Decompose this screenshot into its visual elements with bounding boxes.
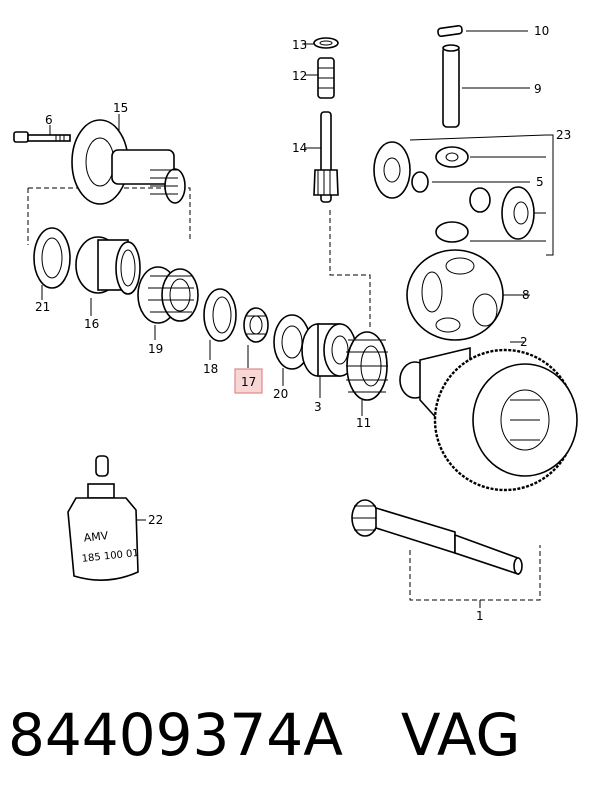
callout-21: 21 [35,300,50,314]
callout-5: 5 [536,175,544,189]
callout-11: 11 [356,416,371,430]
exploded-parts-diagram: AMV 185 100 01 10 9 13 12 14 15 6 23 5 8… [13,24,578,623]
brand-name: VAG [400,701,521,769]
callout-19: 19 [148,342,163,356]
part-19-bearing[interactable] [137,266,199,340]
callout-6: 6 [45,113,53,127]
bottle-label-amv: AMV [83,529,109,545]
assembly-guide-lines [27,187,541,601]
callout-12: 12 [292,69,307,83]
callout-9: 9 [534,82,542,96]
part-10-pin[interactable] [437,24,528,38]
caption: 84409374A VAG [8,690,598,780]
part-15-drive-flange[interactable] [71,114,186,205]
part-6-bolt[interactable] [13,125,71,143]
callout-labels: 10 9 13 12 14 15 6 23 5 8 2 21 16 19 18 … [35,24,571,623]
callout-10: 10 [534,24,549,38]
part-12-drive-gear[interactable] [305,57,335,99]
callout-15: 15 [113,101,128,115]
callout-16: 16 [84,317,99,331]
callout-13: 13 [292,38,307,52]
part-23-gear-set[interactable] [373,134,554,256]
part-16-cover[interactable] [75,236,141,316]
callout-18: 18 [203,362,218,376]
callout-23: 23 [556,128,571,142]
callout-3: 3 [314,400,322,414]
callout-8: 8 [522,288,530,302]
part-1-pinion-shaft[interactable] [351,499,523,608]
part-21-oil-seal[interactable] [33,227,71,300]
part-9-shaft[interactable] [442,44,530,128]
part-14-pinion-shaft[interactable] [305,111,339,203]
callout-2: 2 [520,335,528,349]
callout-1: 1 [476,609,484,623]
part-13-washer[interactable] [305,37,339,49]
part-11-drive-gear[interactable] [346,331,388,416]
part-number: 84409374A [8,701,343,769]
callout-14: 14 [292,141,307,155]
callout-17: 17 [241,375,256,389]
part-8-diff-housing[interactable] [406,249,530,341]
part-2-ring-gear[interactable] [399,341,578,492]
callout-22: 22 [148,513,163,527]
callout-20: 20 [273,387,288,401]
part-22-amv-bottle[interactable]: AMV 185 100 01 [67,455,146,581]
part-17-nut[interactable] [234,307,269,394]
part-18-bearing-race[interactable] [203,288,237,360]
